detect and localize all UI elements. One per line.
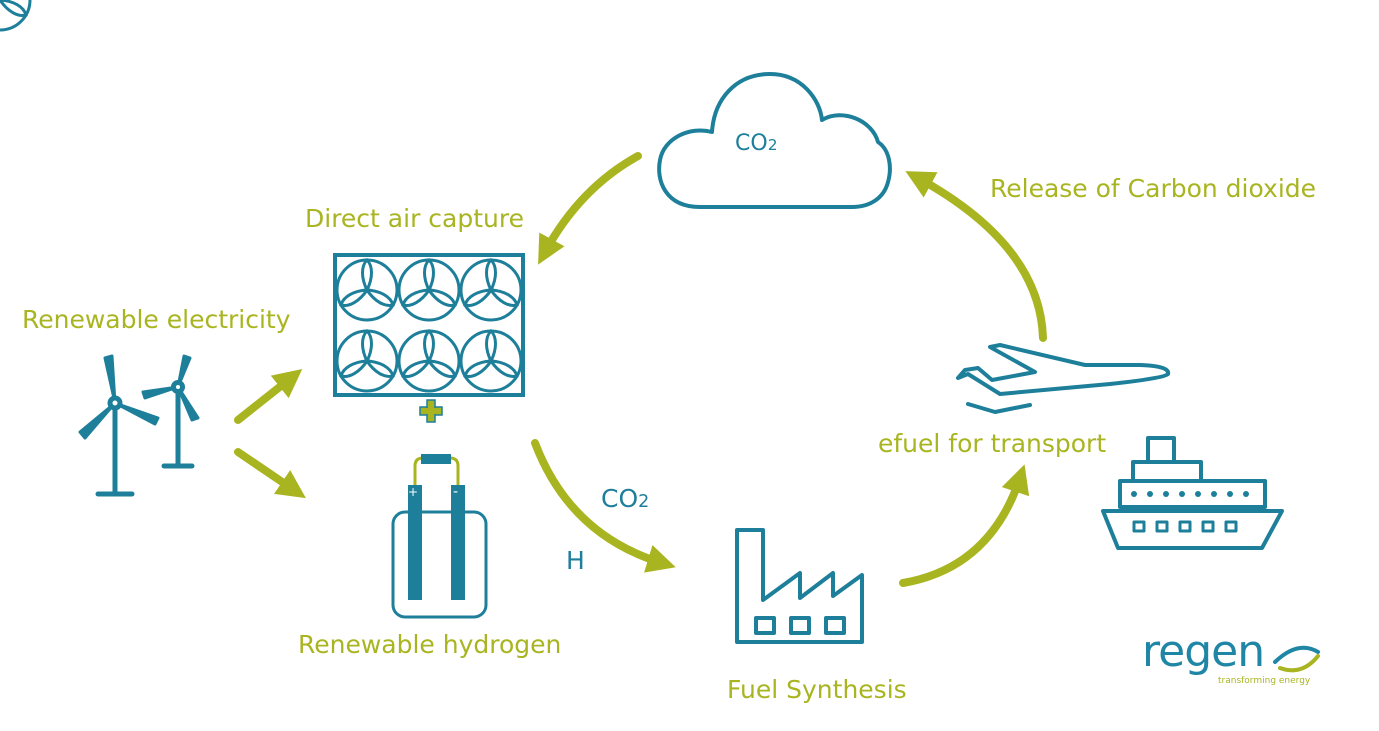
fuel-synthesis-label: Fuel Synthesis bbox=[727, 675, 907, 704]
release-co2-label: Release of Carbon dioxide bbox=[990, 174, 1317, 203]
logo-word: regen bbox=[1142, 626, 1265, 677]
renewable-electricity-label: Renewable electricity bbox=[22, 305, 291, 334]
wind-turbine-icon bbox=[78, 354, 200, 497]
cloud-icon bbox=[657, 72, 892, 209]
arrow-synthesis-to-transport bbox=[899, 464, 1030, 587]
cloud-co2-label: CO2 bbox=[735, 131, 778, 156]
svg-text:+: + bbox=[408, 485, 418, 499]
logo-swoosh-icon bbox=[1273, 645, 1320, 673]
airplane-icon bbox=[956, 343, 1171, 414]
h-flow-label: H bbox=[566, 546, 585, 575]
electrolyser-icon: + - bbox=[391, 454, 488, 619]
factory-icon bbox=[735, 528, 864, 644]
co2-flow-label: CO2 bbox=[601, 484, 650, 513]
direct-air-capture-label: Direct air capture bbox=[305, 204, 524, 233]
renewable-hydrogen-label: Renewable hydrogen bbox=[298, 630, 562, 659]
ship-icon bbox=[1101, 436, 1284, 550]
regen-logo: regen transforming energy bbox=[1140, 630, 1325, 692]
arrow-transport-to-cloud bbox=[905, 171, 1047, 342]
plus-icon bbox=[419, 399, 443, 423]
efuel-transport-label: efuel for transport bbox=[878, 429, 1107, 458]
direct-air-capture-icon bbox=[0, 0, 525, 397]
arrow-to-fuel-synthesis bbox=[531, 439, 676, 573]
svg-text:-: - bbox=[453, 484, 458, 500]
arrow-cloud-to-capture bbox=[538, 152, 642, 265]
arrow-to-direct-air-capture bbox=[234, 369, 303, 424]
logo-tagline: transforming energy bbox=[1218, 676, 1311, 686]
arrow-to-hydrogen bbox=[234, 448, 306, 499]
